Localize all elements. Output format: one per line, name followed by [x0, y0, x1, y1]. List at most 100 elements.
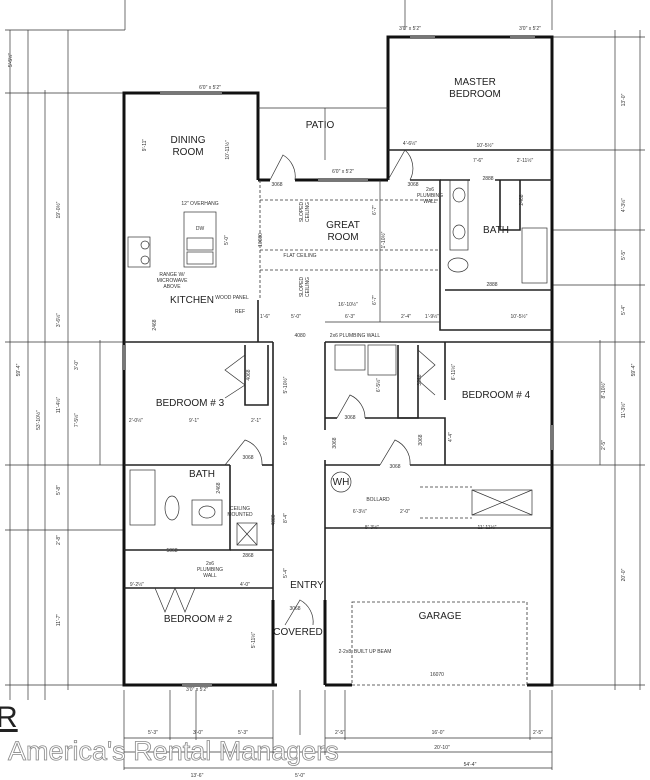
dimension-label: 4080 [271, 514, 277, 525]
room-label: WH [333, 477, 350, 488]
room-label: BEDROOM # 3 [156, 398, 225, 409]
dimension-label: WALL [423, 199, 437, 205]
dimension-label: 6'-11½" [450, 364, 457, 381]
room-label: MASTER [454, 77, 496, 88]
room-label: BATH [483, 225, 509, 236]
room-label: GARAGE [419, 611, 462, 622]
dimension-label: 4'-0" [240, 582, 250, 588]
dimension-label: 3068 [418, 434, 424, 445]
sink-icon [186, 237, 214, 251]
dimension-label: 4068 [246, 369, 252, 380]
dimension-label: 2'-11½" [517, 157, 534, 164]
closet-door-icon [224, 354, 246, 399]
dimension-label: 1'-6" [260, 314, 270, 320]
dimension-label: 2'-5" [533, 730, 543, 736]
door-swing-icon [387, 149, 414, 181]
dimension-label: 3'0" x 5'2" [519, 26, 541, 32]
door-swing-icon [379, 439, 411, 466]
dimension-label: 6'-3" [345, 314, 355, 320]
dimension-label: 20'-10" [434, 745, 450, 751]
toilet-icon [447, 257, 469, 273]
washer-icon [334, 344, 366, 371]
watermark: America's Rental Managers [8, 736, 340, 766]
dimension-label: 3068 [417, 374, 423, 385]
dimension-label: 3068 [289, 606, 300, 612]
dimension-label: 5'-0" [224, 235, 230, 245]
dimension-label: 3068 [389, 464, 400, 470]
dimension-label: 10'-5½" [477, 142, 494, 149]
room-label: BEDROOM # 4 [462, 390, 531, 401]
fixtures [127, 149, 548, 626]
room-label: BATH [189, 469, 215, 480]
dimension-label: 5'-3" [148, 730, 158, 736]
dimension-label: 2'-0½" [129, 417, 143, 424]
dimension-label: 3'-0" [193, 730, 203, 736]
kitchen-island [183, 211, 217, 268]
dimension-label: 16070 [430, 672, 444, 678]
dimension-label: 4'-6½" [403, 140, 417, 147]
dimension-label: 13'-0" [621, 93, 627, 106]
door-swing-icon [269, 154, 296, 181]
dimension-label: 6'-5½" [375, 378, 382, 392]
dimension-label: 9'-11" [142, 139, 148, 152]
dimension-label: 16'-0" [432, 730, 445, 736]
dimension-label: 9'-1" [189, 418, 199, 424]
dimension-label: 2'-1" [251, 418, 261, 424]
dimension-label: 2468 [519, 194, 525, 205]
dimension-label: 1'-9½" [425, 313, 439, 320]
dimension-label: 3068 [242, 455, 253, 461]
dimension-label: 6'0" x 5'2" [199, 85, 221, 91]
dimension-label: 5'-0" [291, 314, 301, 320]
plan-title-fragment: R [0, 701, 18, 734]
dimension-label: 10'-11½" [224, 140, 231, 160]
water-heater-icon [330, 471, 352, 493]
dimension-label: WOOD PANEL [215, 295, 249, 301]
dimension-label: 1'-10½" [380, 231, 387, 248]
room-label: DINING [171, 135, 206, 146]
dimension-label: 3'-0" [74, 360, 80, 370]
dimension-label: 3068 [271, 182, 282, 188]
dimension-label: 12" OVERHANG [181, 201, 218, 207]
dimension-label: 2468 [216, 482, 222, 493]
dimension-label: PLUMBING [417, 193, 443, 199]
dimension-label: 2468 [152, 319, 158, 330]
dimension-label: ABOVE [163, 284, 181, 290]
dimension-label: 4'-3½" [620, 198, 627, 212]
dimension-label: 5'-4" [621, 305, 627, 315]
dimension-label: 6'-3½" [353, 508, 367, 515]
dimension-label: 2x6 [206, 561, 214, 567]
room-label: PATIO [306, 120, 335, 131]
dimension-lines [5, 0, 645, 770]
dimension-label: 6'-7" [372, 205, 378, 215]
dimension-label: 10'-5½" [511, 313, 528, 320]
dimension-label: BOLLARD [366, 497, 390, 503]
dimension-label: 2'-8" [56, 535, 62, 545]
dimension-label: 16'-10½" [338, 301, 358, 308]
dimension-label: 3068 [332, 437, 338, 448]
door-swing-icon [224, 439, 263, 466]
dimension-label: 8'-4" [283, 513, 289, 523]
dimension-label: MICROWAVE [157, 278, 188, 284]
bathtub-icon [521, 227, 548, 284]
dimension-label: 5'-0" [295, 773, 305, 779]
dimension-label: CEILING [305, 202, 311, 222]
dimension-label: 2x6 PLUMBING WALL [330, 333, 381, 339]
door-swing-icon [336, 394, 366, 419]
dimension-label: 3068 [407, 182, 418, 188]
dimension-label: REF [235, 309, 245, 315]
dimension-label: 5'-5½" [7, 53, 14, 67]
room-label: GREAT [326, 220, 360, 231]
dimension-label: 2'-5" [601, 440, 607, 450]
bathtub-icon [129, 469, 156, 526]
dimension-label: CEILING [305, 277, 311, 297]
dimension-label: CEILING [230, 506, 250, 512]
interior-walls [124, 149, 552, 686]
dimension-label: 10080 [258, 233, 264, 247]
dimension-label: 3'0" x 5'2" [399, 26, 421, 32]
dimension-label: 2888 [482, 176, 493, 182]
dimension-label: 5'-3" [238, 730, 248, 736]
dimension-label: 2888 [486, 282, 497, 288]
dimension-label: PLUMBING [197, 567, 223, 573]
vanity-icon [449, 179, 469, 251]
